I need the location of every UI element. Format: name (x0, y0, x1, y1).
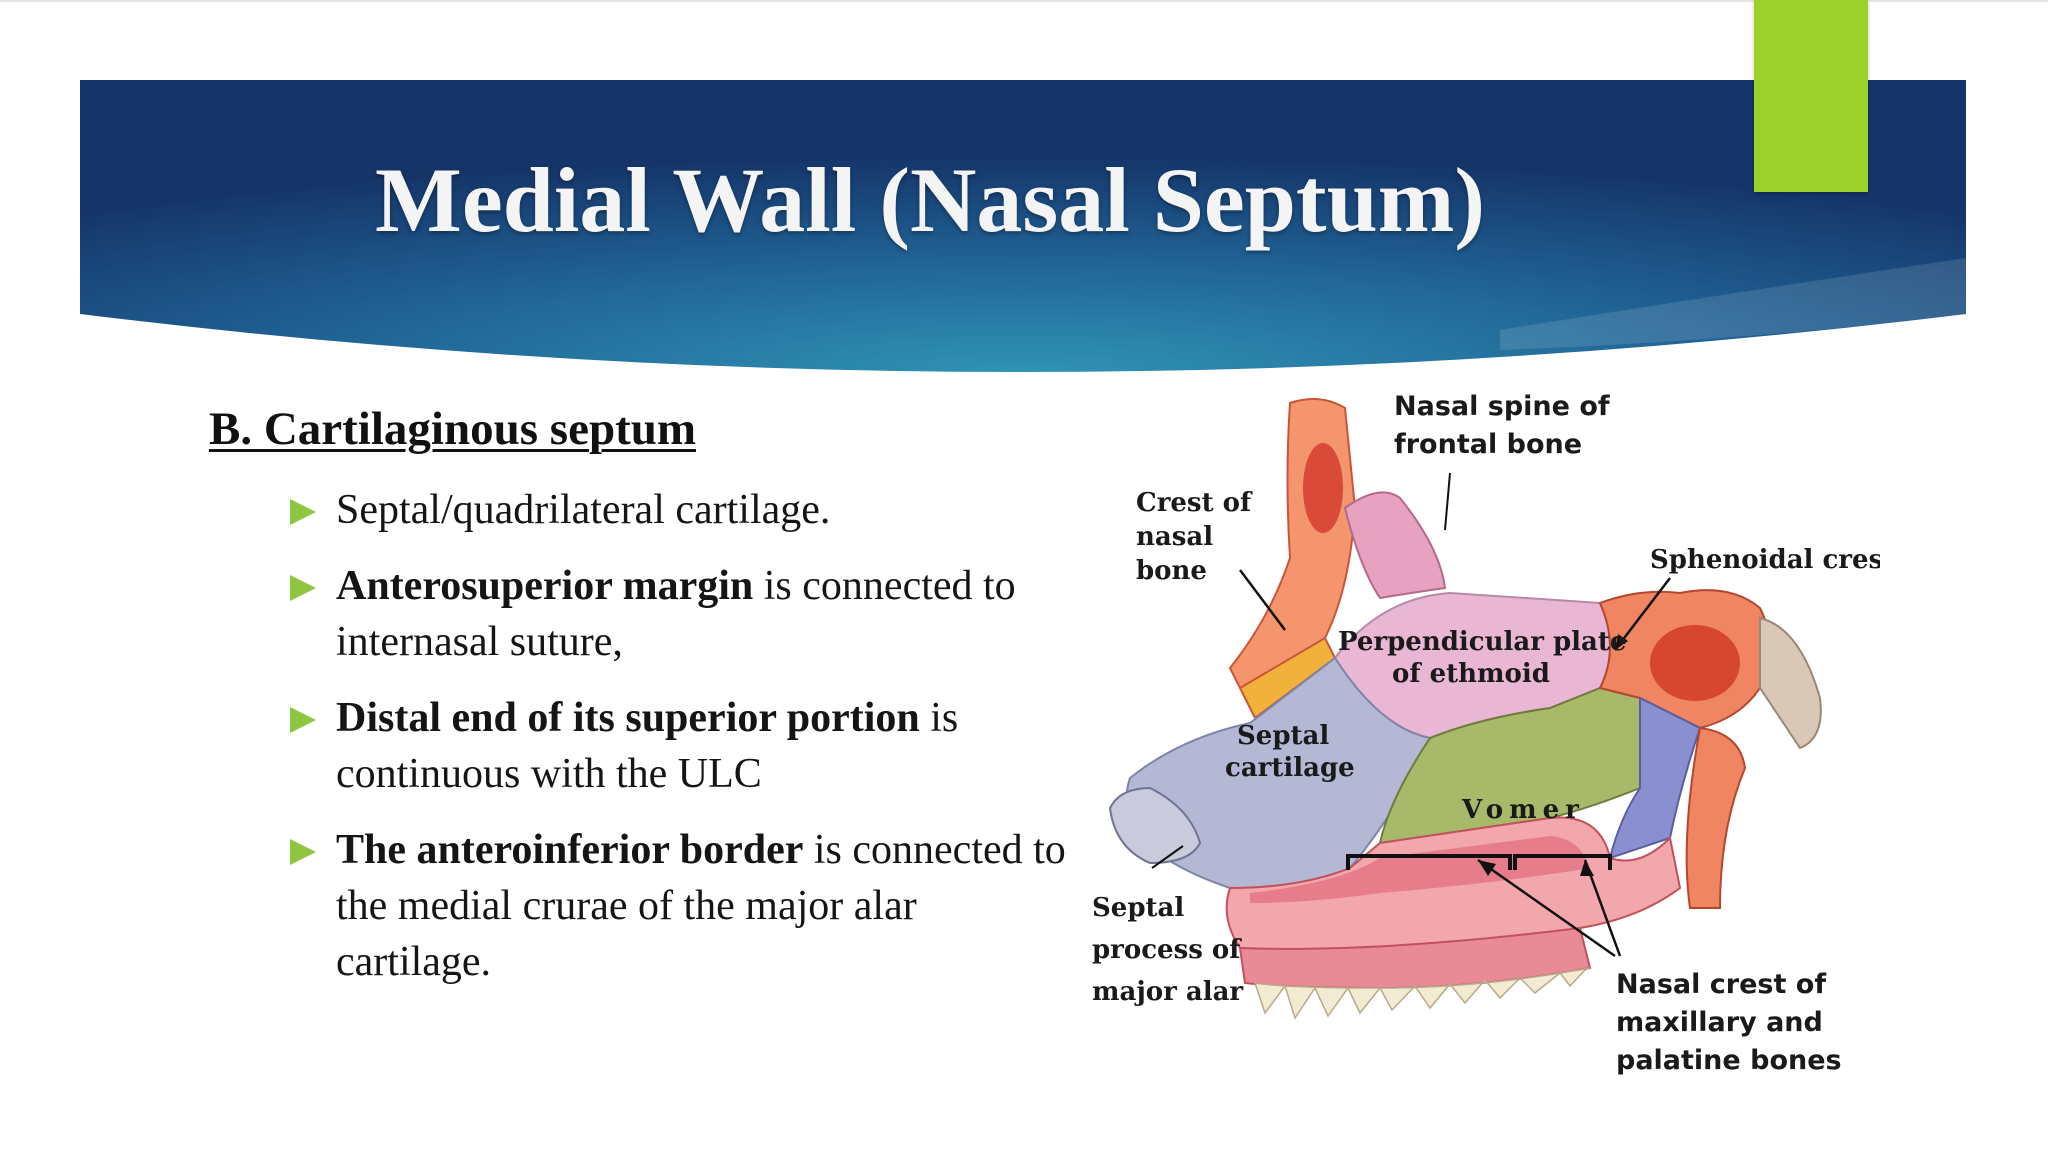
sphenoid-sinus-shape (1650, 625, 1740, 701)
triangle-bullet-icon (290, 575, 316, 601)
palate-bone-texture (1250, 836, 1590, 903)
section-heading: B. Cartilaginous septum (209, 403, 697, 455)
slide-title: Medial Wall (Nasal Septum) (374, 149, 1486, 251)
pointer-septal-process (1151, 845, 1184, 869)
alar-tip-shape (1108, 786, 1202, 865)
pterygoid-shape (1685, 726, 1747, 909)
accent-bar (1754, 0, 1868, 192)
sphenoid-wing-shape (1759, 616, 1822, 750)
bullet-item: Distal end of its superior portion is co… (288, 690, 1078, 802)
bullet-item: Septal/quadrilateral cartilage. (288, 482, 1078, 538)
bullet-item: Anterosuperior margin is connected to in… (288, 558, 1078, 670)
top-border (0, 0, 2048, 2)
arrowhead-sphenoidal (1615, 634, 1628, 650)
frontal-bone-shape (1228, 398, 1357, 690)
pointer-sphenoidal (1614, 577, 1671, 651)
nasal-spine-shape (1343, 491, 1447, 600)
frontal-sinus-shape (1303, 443, 1343, 533)
triangle-bullet-icon (290, 499, 316, 525)
bracket-maxillary (1346, 854, 1512, 870)
teeth-shape (1253, 967, 1591, 1020)
pointer-nasal-crest-a (1477, 858, 1616, 958)
header-banner (80, 80, 1966, 372)
bullet-list: Septal/quadrilateral cartilage. Anterosu… (288, 482, 1078, 1010)
triangle-bullet-icon (290, 707, 316, 733)
arrowhead-b (1580, 860, 1594, 876)
label-sphenoidal-crest: Sphenoidal crest (1650, 545, 1880, 575)
triangle-bullet-icon (290, 839, 316, 865)
bracket-palatine (1513, 854, 1612, 870)
label-vomer: Vomer (1461, 795, 1585, 825)
bullet-item: The anteroinferior border is connected t… (288, 822, 1078, 990)
pointer-crest (1239, 569, 1286, 631)
arrowhead-a (1478, 860, 1496, 876)
pointer-nasal-spine (1444, 472, 1451, 531)
